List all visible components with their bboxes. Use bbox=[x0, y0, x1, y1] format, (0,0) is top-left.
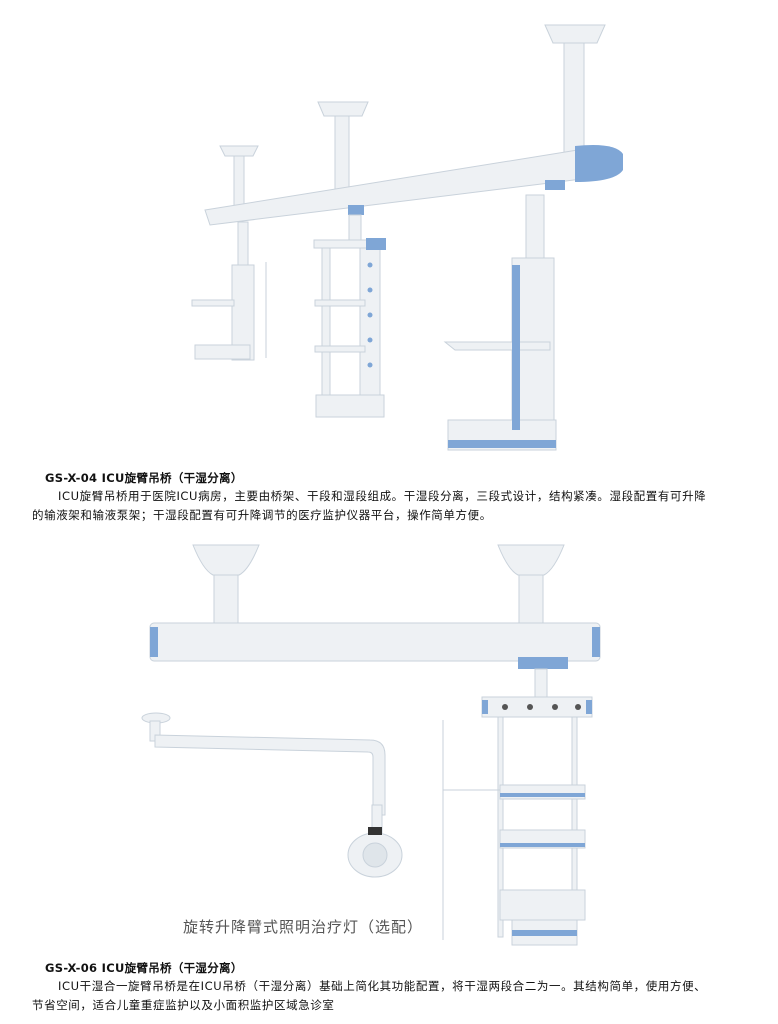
description-line: ICU干湿合一旋臂吊桥是在ICU吊桥（干湿分离）基础上简化其功能配置，将干湿两段… bbox=[58, 979, 707, 993]
product-description: ICU干湿合一旋臂吊桥是在ICU吊桥（干湿分离）基础上简化其功能配置，将干湿两段… bbox=[32, 977, 772, 1015]
description-line: 的输液架和输液泵架；干湿段配置有可升降调节的医疗监护仪器平台，操作简单方便。 bbox=[32, 508, 492, 522]
beam-endcap bbox=[575, 145, 623, 182]
product-image-gs-x-04 bbox=[191, 24, 623, 451]
product-title: GS-X-06 ICU旋臂吊桥（干湿分离） bbox=[45, 961, 243, 975]
description-line: ICU旋臂吊桥用于医院ICU病房，主要由桥架、干段和湿段组成。干湿段分离，三段式… bbox=[58, 489, 707, 503]
description-line: 节省空间，适合儿童重症监护以及小面积监护区域急诊室 bbox=[32, 998, 335, 1012]
product-image-gs-x-06 bbox=[141, 544, 601, 946]
product-title: GS-X-04 ICU旋臂吊桥（干湿分离） bbox=[45, 471, 243, 485]
option-caption: 旋转升降臂式照明治疗灯（选配） bbox=[183, 918, 424, 936]
product-description: ICU旋臂吊桥用于医院ICU病房，主要由桥架、干段和湿段组成。干湿段分离，三段式… bbox=[32, 487, 772, 525]
